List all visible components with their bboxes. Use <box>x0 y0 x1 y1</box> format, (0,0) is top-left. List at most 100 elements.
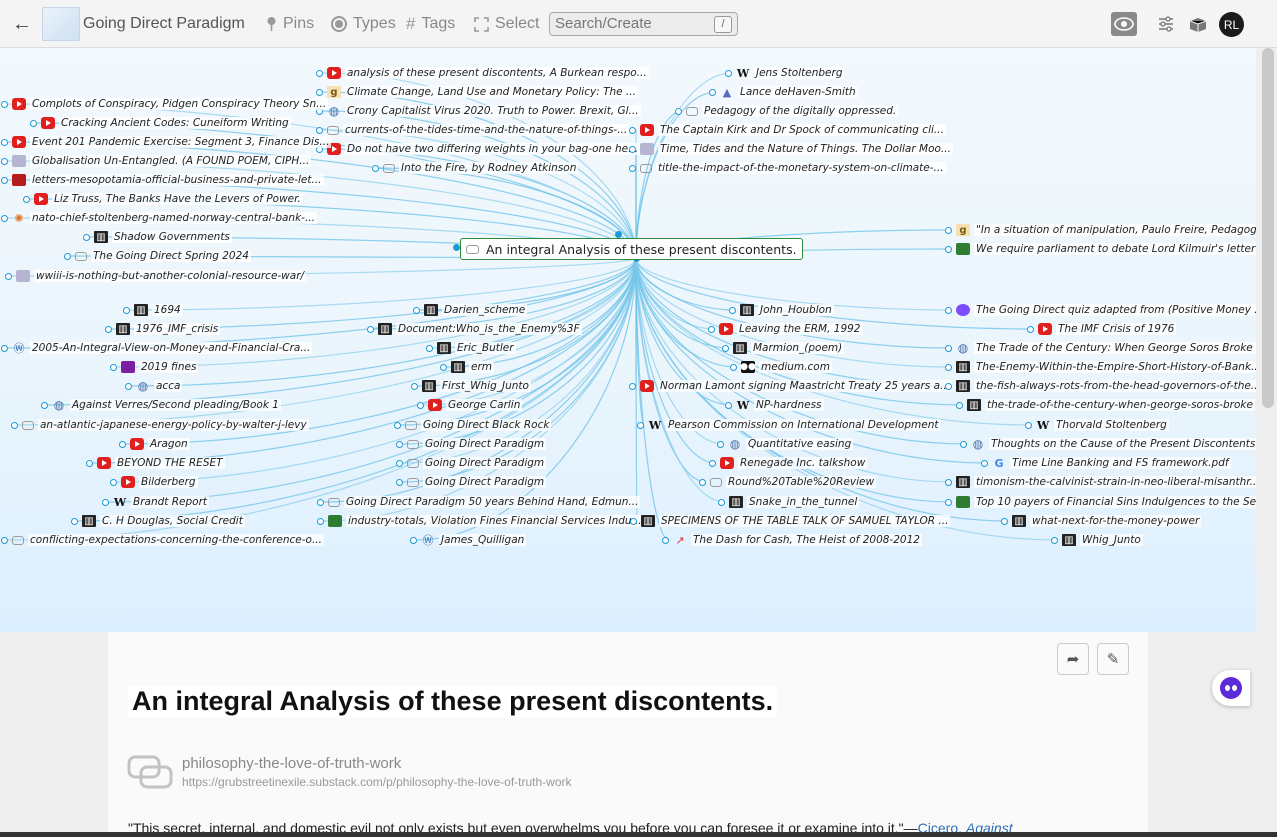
node-connector[interactable] <box>1 101 8 108</box>
node-connector[interactable] <box>316 127 323 134</box>
graph-node[interactable]: currents-of-the-tides-time-and-the-natur… <box>327 122 630 138</box>
graph-node[interactable]: The Captain Kirk and Dr Spock of communi… <box>640 122 946 138</box>
graph-node[interactable]: Pedagogy of the digitally oppressed. <box>686 103 899 119</box>
node-connector[interactable] <box>709 460 716 467</box>
node-connector[interactable] <box>718 499 725 506</box>
tags-button[interactable]: # Tags <box>406 0 455 48</box>
paradigm-thumbnail[interactable] <box>42 7 80 41</box>
graph-node[interactable]: Globalisation Un-Entangled. (A FOUND POE… <box>12 153 312 169</box>
graph-node[interactable]: Renegade Inc. talkshow <box>720 455 868 471</box>
back-arrow-icon[interactable]: ← <box>12 12 32 35</box>
link-title[interactable]: philosophy-the-love-of-truth-work <box>182 755 402 772</box>
types-button[interactable]: Types <box>331 0 396 48</box>
graph-node[interactable]: letters-mesopotamia-official-business-an… <box>12 172 324 188</box>
graph-node[interactable]: ◍Against Verres/Second pleading/Book 1 <box>52 397 281 413</box>
node-connector[interactable] <box>709 89 716 96</box>
hub-dot[interactable] <box>615 231 622 238</box>
node-connector[interactable] <box>630 518 637 525</box>
graph-node[interactable]: ●●medium.com <box>740 359 832 375</box>
node-connector[interactable] <box>945 246 952 253</box>
graph-node[interactable]: ▲Lance deHaven-Smith <box>720 84 858 100</box>
node-connector[interactable] <box>30 120 37 127</box>
node-connector[interactable] <box>394 422 401 429</box>
node-connector[interactable] <box>960 441 967 448</box>
eye-view-button[interactable] <box>1111 12 1137 36</box>
node-connector[interactable] <box>945 307 952 314</box>
graph-node[interactable]: Time, Tides and the Nature of Things. Th… <box>640 141 953 157</box>
graph-node[interactable]: The Going Direct Spring 2024 <box>75 248 251 264</box>
node-connector[interactable] <box>64 253 71 260</box>
node-connector[interactable] <box>105 326 112 333</box>
node-connector[interactable] <box>440 364 447 371</box>
graph-node[interactable]: ▥the-trade-of-the-century-when-george-so… <box>967 397 1255 413</box>
graph-node[interactable]: ◍acca <box>136 378 183 394</box>
node-connector[interactable] <box>372 165 379 172</box>
node-connector[interactable] <box>396 479 403 486</box>
node-connector[interactable] <box>71 518 78 525</box>
node-connector[interactable] <box>41 402 48 409</box>
node-connector[interactable] <box>316 70 323 77</box>
node-connector[interactable] <box>708 326 715 333</box>
graph-node[interactable]: wwiii-is-nothing-but-another-colonial-re… <box>16 268 307 284</box>
graph-node[interactable]: Liz Truss, The Banks Have the Levers of … <box>34 191 303 207</box>
center-node[interactable]: An integral Analysis of these present di… <box>460 238 803 260</box>
graph-node[interactable]: Round%20Table%20Review <box>710 474 877 490</box>
node-connector[interactable] <box>316 89 323 96</box>
graph-node[interactable]: Do not have two differing weights in you… <box>327 141 641 157</box>
graph-node[interactable]: ↗The Dash for Cash, The Heist of 2008-20… <box>673 532 922 548</box>
graph-canvas[interactable]: analysis of these present discontents, A… <box>0 48 1256 632</box>
graph-node[interactable]: industry-totals, Violation Fines Financi… <box>328 513 644 529</box>
graph-node[interactable]: ▥Eric_Butler <box>437 340 516 356</box>
graph-node[interactable]: Bilderberg <box>121 474 198 490</box>
node-connector[interactable] <box>396 460 403 467</box>
graph-node[interactable]: Going Direct Paradigm <box>407 474 547 490</box>
graph-node[interactable]: ▥1976_IMF_crisis <box>116 321 221 337</box>
node-connector[interactable] <box>629 127 636 134</box>
graph-node[interactable]: Going Direct Paradigm 50 years Behind Ha… <box>328 494 641 510</box>
node-connector[interactable] <box>945 383 952 390</box>
share-button[interactable]: ➦ <box>1057 643 1089 675</box>
node-connector[interactable] <box>1027 326 1034 333</box>
graph-node[interactable]: ◍The Trade of the Century: When George S… <box>956 340 1256 356</box>
node-connector[interactable] <box>1 139 8 146</box>
graph-node[interactable]: ▥1694 <box>134 302 183 318</box>
graph-node[interactable]: Into the Fire, by Rodney Atkinson <box>383 160 579 176</box>
graph-node[interactable]: ◍Quantitative easing <box>728 436 854 452</box>
graph-node[interactable]: ▥The-Enemy-Within-the-Empire-Short-Histo… <box>956 359 1256 375</box>
node-connector[interactable] <box>119 441 126 448</box>
graph-node[interactable]: Top 10 payers of Financial Sins Indulgen… <box>956 494 1256 510</box>
graph-node[interactable]: ▥John_Houblon <box>740 302 834 318</box>
hub-dot[interactable] <box>453 244 460 251</box>
node-connector[interactable] <box>123 307 130 314</box>
node-connector[interactable] <box>125 383 132 390</box>
graph-node[interactable]: Going Direct Paradigm <box>407 455 547 471</box>
node-connector[interactable] <box>730 364 737 371</box>
sliders-icon[interactable] <box>1153 12 1179 36</box>
avatar[interactable]: RL <box>1219 12 1244 37</box>
node-connector[interactable] <box>637 422 644 429</box>
graph-node[interactable]: ▥erm <box>451 359 495 375</box>
node-connector[interactable] <box>11 422 18 429</box>
node-connector[interactable] <box>1 537 8 544</box>
node-connector[interactable] <box>426 345 433 352</box>
graph-node[interactable]: ◍Crony Capitalist Virus 2020. Truth to P… <box>327 103 641 119</box>
node-connector[interactable] <box>110 364 117 371</box>
graph-node[interactable]: ▥what-next-for-the-money-power <box>1012 513 1202 529</box>
node-connector[interactable] <box>945 499 952 506</box>
node-connector[interactable] <box>629 383 636 390</box>
paradigm-title[interactable]: Going Direct Paradigm <box>83 15 245 32</box>
graph-node[interactable]: BEYOND THE RESET <box>97 455 225 471</box>
node-connector[interactable] <box>725 402 732 409</box>
graph-node[interactable]: ▥the-fish-always-rots-from-the-head-gove… <box>956 378 1256 394</box>
node-connector[interactable] <box>411 383 418 390</box>
node-connector[interactable] <box>729 307 736 314</box>
node-connector[interactable] <box>1051 537 1058 544</box>
graph-node[interactable]: an-atlantic-japanese-energy-policy-by-wa… <box>22 417 309 433</box>
node-connector[interactable] <box>410 537 417 544</box>
node-connector[interactable] <box>5 273 12 280</box>
